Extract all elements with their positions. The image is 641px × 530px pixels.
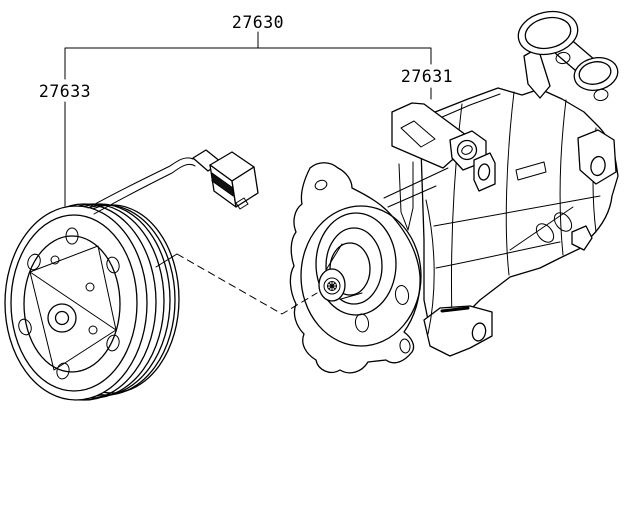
wire-line-1 (87, 157, 194, 209)
body-outline (419, 87, 619, 341)
body-seam-2 (505, 91, 515, 276)
port-hole-2 (578, 61, 612, 85)
flange-bolt-hole-1 (555, 51, 571, 65)
leader-lines (64, 31, 432, 207)
housing-face (300, 205, 422, 347)
compressor-front-housing (289, 161, 449, 374)
body-rib-1 (433, 195, 601, 227)
callouts: 27630 27633 27631 (39, 13, 453, 207)
bottom-lug-shade (440, 306, 470, 313)
bottom-lug-hole (471, 322, 487, 342)
ring-1 (315, 212, 397, 316)
dash-path (176, 253, 318, 315)
bracket-ear (473, 152, 496, 192)
compressor-body-drawing (391, 10, 619, 357)
body-rib-2 (435, 241, 561, 269)
harness-drawing (87, 149, 259, 215)
port-boss-1 (517, 10, 579, 56)
body-seam-3 (559, 99, 567, 256)
rear-lug-hole (590, 155, 606, 177)
housing-hole-bottom-left (354, 313, 370, 333)
port-hole-1 (524, 16, 572, 50)
pulley-rim-ring (10, 214, 138, 392)
part-label-27630: 27630 (232, 13, 284, 32)
connector-tab (235, 197, 249, 210)
body-notch (515, 161, 547, 181)
side-port-2 (553, 212, 573, 232)
clutch-holes (18, 227, 120, 380)
housing-hole-top (314, 179, 328, 191)
bracket-window (400, 120, 436, 148)
housing-outline (289, 162, 421, 374)
connector-latch-band (211, 172, 234, 197)
flange-bolt-hole-2 (593, 88, 609, 102)
body-seam-1 (451, 103, 463, 323)
port-flange (517, 10, 619, 102)
housing-hole-bottom-right (399, 338, 411, 354)
top-bracket (391, 102, 496, 192)
shaft-cone-lines (325, 243, 363, 300)
body-rib-3 (509, 206, 574, 251)
clutch-pulley-drawing (4, 203, 180, 401)
bracket-leg (398, 161, 414, 231)
clutch-web (29, 245, 117, 371)
body-panel-line-1 (383, 167, 449, 199)
connector-drawing (192, 149, 259, 210)
flange-edge-arc (425, 199, 435, 335)
bracket-bolt (456, 139, 478, 161)
housing-hole-right (394, 285, 410, 305)
shaft-spline-icon (327, 281, 337, 291)
pulley-hub-center (54, 310, 70, 326)
body-panel-line-2 (387, 185, 437, 208)
bottom-lug (423, 305, 493, 357)
part-label-27633: 27633 (39, 82, 91, 101)
bracket-ear-hole (477, 163, 491, 181)
pulley-hub (47, 303, 77, 333)
shaft-spline-ring (323, 277, 341, 295)
wire-line-2 (93, 163, 196, 215)
part-label-27631: 27631 (401, 67, 453, 86)
connector-side-face (231, 166, 259, 208)
side-port-1 (535, 223, 555, 243)
ring-2 (325, 227, 383, 305)
pulley-inner-ring (23, 235, 121, 373)
bracket-bolt-head (461, 145, 473, 155)
rear-foot (571, 225, 593, 251)
